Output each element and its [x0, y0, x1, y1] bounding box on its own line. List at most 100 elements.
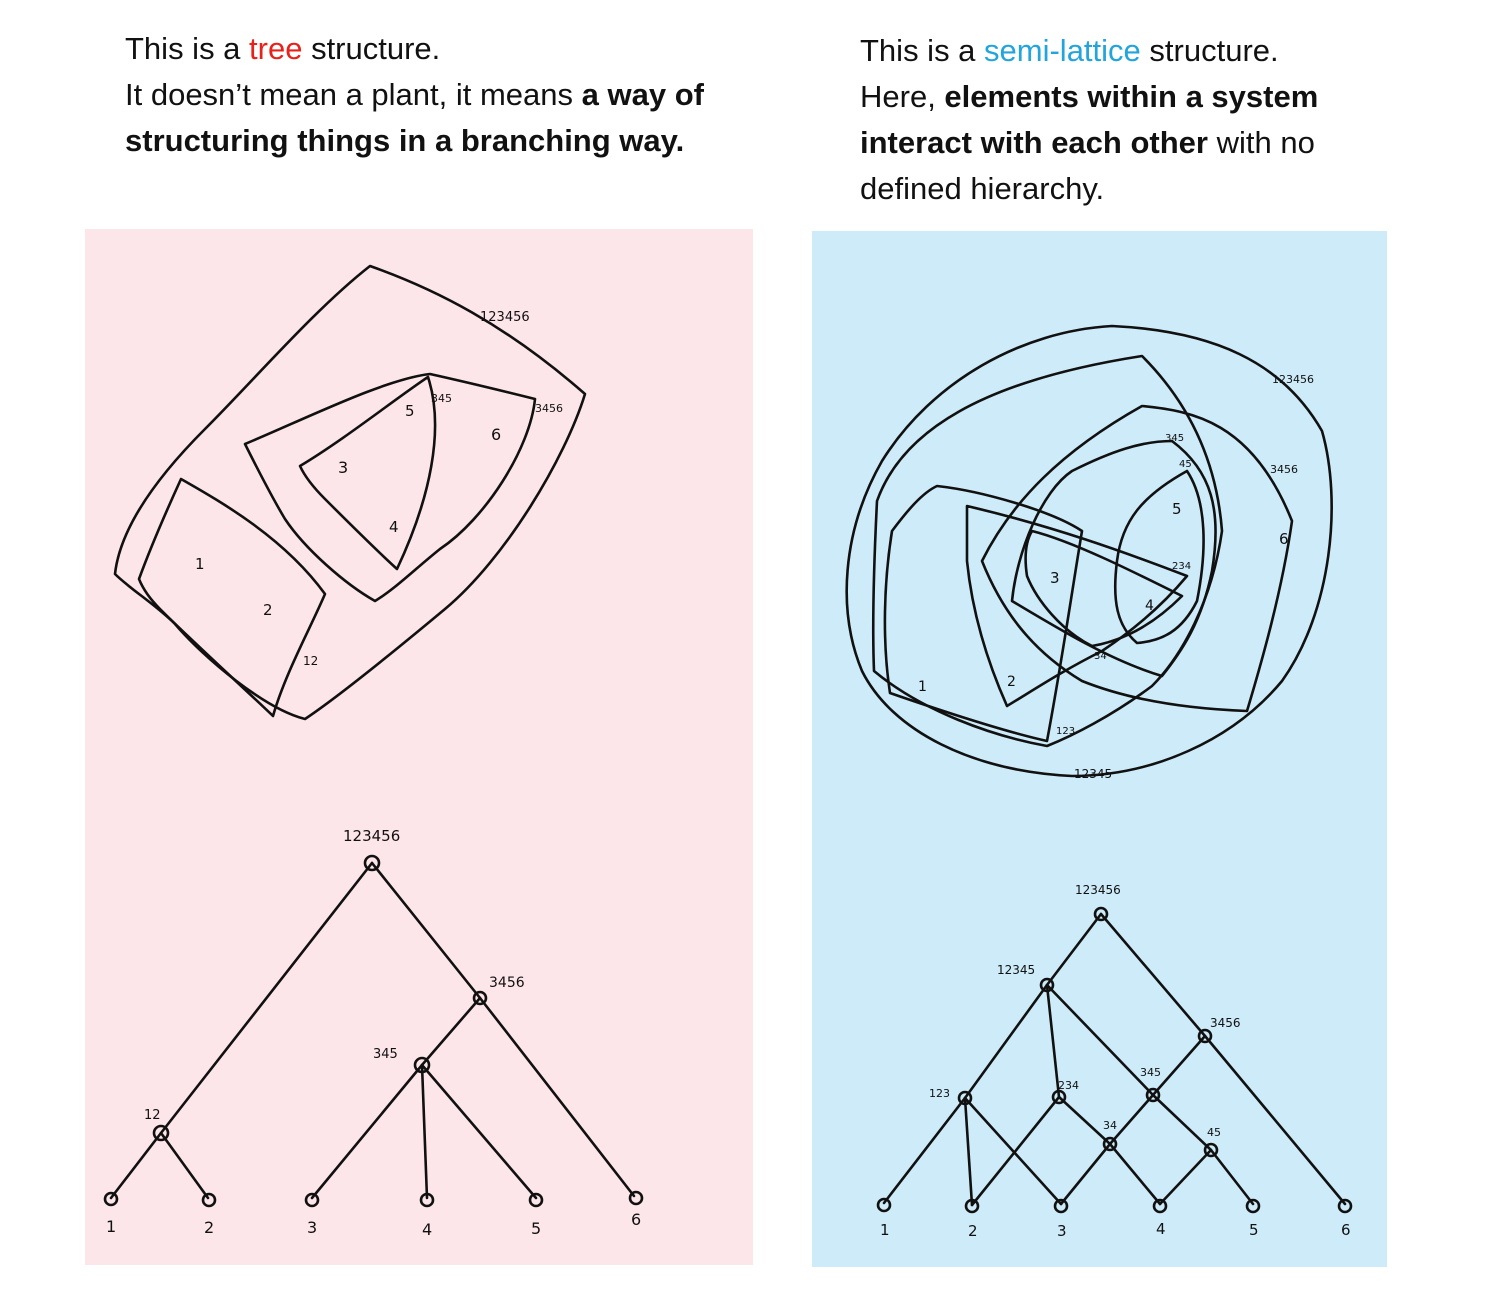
node-label-3456: 3456 — [489, 975, 525, 991]
leaf-4 — [1152, 1198, 1168, 1214]
edge-45-4 — [1158, 1148, 1213, 1206]
label-123456: 123456 — [480, 310, 530, 325]
label-3456: 3456 — [1270, 463, 1298, 476]
set-3456-outline — [980, 404, 1294, 713]
node-3456 — [472, 990, 488, 1006]
element-2: 2 — [1007, 674, 1016, 690]
element-5: 5 — [1172, 500, 1182, 518]
node-3456 — [1197, 1028, 1213, 1044]
edge-12-1 — [109, 1131, 163, 1200]
edge-345-3 — [310, 1063, 424, 1200]
lattice-keyword: semi-lattice — [984, 33, 1141, 68]
node-34 — [1102, 1136, 1118, 1152]
element-4: 4 — [1145, 598, 1154, 614]
set-45-outline — [1113, 469, 1205, 645]
element-1: 1 — [918, 679, 927, 695]
leaf-5 — [1245, 1198, 1261, 1214]
edge-345-45 — [1151, 1093, 1213, 1152]
edge-345-34 — [1108, 1093, 1155, 1146]
edge-34-3 — [1059, 1142, 1112, 1206]
leaf-label-6: 6 — [1341, 1221, 1351, 1239]
node-label-345: 345 — [373, 1047, 398, 1062]
edge-3456-6 — [1203, 1034, 1347, 1206]
edge-345-5 — [420, 1063, 538, 1200]
edge-345-4 — [420, 1063, 429, 1200]
node-45 — [1203, 1142, 1219, 1158]
set-123-outline — [883, 484, 1084, 743]
leaf-3 — [1053, 1198, 1069, 1214]
label-3456: 3456 — [535, 402, 563, 415]
element-6: 6 — [491, 425, 501, 444]
edge-123-3 — [963, 1096, 1063, 1206]
edge-3456-345 — [420, 996, 482, 1067]
node-123456 — [1093, 906, 1109, 922]
node-label-123: 123 — [929, 1087, 950, 1100]
leaf-label-6: 6 — [631, 1210, 641, 1229]
edge-root-3456 — [1099, 912, 1207, 1038]
tree-venn: 123456 3456 345 12 1 2 3 4 5 6 — [113, 264, 587, 721]
lattice-caption-line1-post: structure. — [1140, 33, 1279, 68]
element-3: 3 — [1050, 569, 1060, 587]
leaf-2 — [201, 1192, 217, 1208]
leaf-label-2: 2 — [968, 1222, 978, 1240]
leaf-6 — [1337, 1198, 1353, 1214]
tree-caption: This is a tree structure. It doesn’t mea… — [125, 26, 765, 164]
tree-caption-line2-pre: It doesn’t mean a plant, it means — [125, 77, 582, 112]
node-label-45: 45 — [1207, 1126, 1221, 1139]
edge-12-2 — [159, 1131, 210, 1200]
tree-keyword: tree — [249, 31, 303, 66]
edge-234-2 — [970, 1095, 1061, 1207]
leaf-label-5: 5 — [531, 1219, 541, 1238]
node-123456 — [363, 854, 381, 872]
leaf-1 — [103, 1191, 119, 1207]
lattice-caption-line2-pre: Here, — [860, 79, 945, 114]
edge-root-12 — [159, 861, 374, 1135]
leaf-label-2: 2 — [204, 1218, 214, 1237]
edge-123-2 — [963, 1096, 974, 1207]
node-345 — [413, 1056, 431, 1074]
edge-12345-123 — [963, 983, 1049, 1100]
element-1: 1 — [195, 555, 205, 573]
node-label-345: 345 — [1140, 1066, 1161, 1079]
element-6: 6 — [1279, 530, 1289, 548]
leaf-2 — [964, 1198, 980, 1214]
node-345 — [1145, 1087, 1161, 1103]
leaf-4 — [419, 1192, 435, 1208]
node-label-123456: 123456 — [343, 827, 400, 845]
set-345-outline — [298, 375, 437, 571]
lattice-drawing: 123456 3456 345 45 234 34 123 12345 1 2 … — [845, 324, 1353, 1240]
set-123456-outline — [113, 264, 587, 721]
edge-45-5 — [1209, 1148, 1255, 1206]
label-123: 123 — [1056, 726, 1075, 737]
node-label-34: 34 — [1103, 1119, 1117, 1132]
label-12345: 12345 — [1074, 767, 1112, 781]
set-12-outline — [137, 477, 327, 718]
label-234: 234 — [1172, 561, 1191, 572]
edge-root-12345 — [1045, 912, 1103, 987]
tree-caption-line1-pre: This is a — [125, 31, 250, 66]
node-label-123456: 123456 — [1075, 883, 1121, 897]
leaf-label-1: 1 — [880, 1221, 890, 1239]
edge-12345-234 — [1045, 983, 1061, 1099]
leaf-5 — [528, 1192, 544, 1208]
leaf-label-1: 1 — [106, 1217, 116, 1236]
element-4: 4 — [389, 518, 399, 536]
lattice-caption-line1-pre: This is a — [860, 33, 985, 68]
edge-234-34 — [1057, 1095, 1112, 1146]
tree-drawing: 123456 3456 345 12 1 2 3 4 5 6 — [103, 264, 644, 1239]
leaf-6 — [628, 1190, 644, 1206]
lattice-caption: This is a semi-lattice structure. Here, … — [860, 28, 1420, 212]
leaf-1 — [876, 1197, 892, 1213]
leaf-label-4: 4 — [1156, 1220, 1166, 1238]
lattice-graph: 123456 12345 3456 123 234 345 34 45 1 2 … — [876, 883, 1353, 1240]
leaf-label-5: 5 — [1249, 1221, 1259, 1239]
tree-caption-bold: a way of structuring things in a branchi… — [125, 77, 704, 158]
leaf-label-3: 3 — [1057, 1222, 1067, 1240]
node-label-3456: 3456 — [1210, 1016, 1241, 1030]
node-234 — [1051, 1089, 1067, 1105]
tree-panel: 123456 3456 345 12 1 2 3 4 5 6 — [85, 229, 753, 1265]
node-label-12: 12 — [144, 1108, 161, 1123]
node-123 — [957, 1090, 973, 1106]
node-12345 — [1039, 977, 1055, 993]
edge-3456-345 — [1151, 1034, 1207, 1097]
